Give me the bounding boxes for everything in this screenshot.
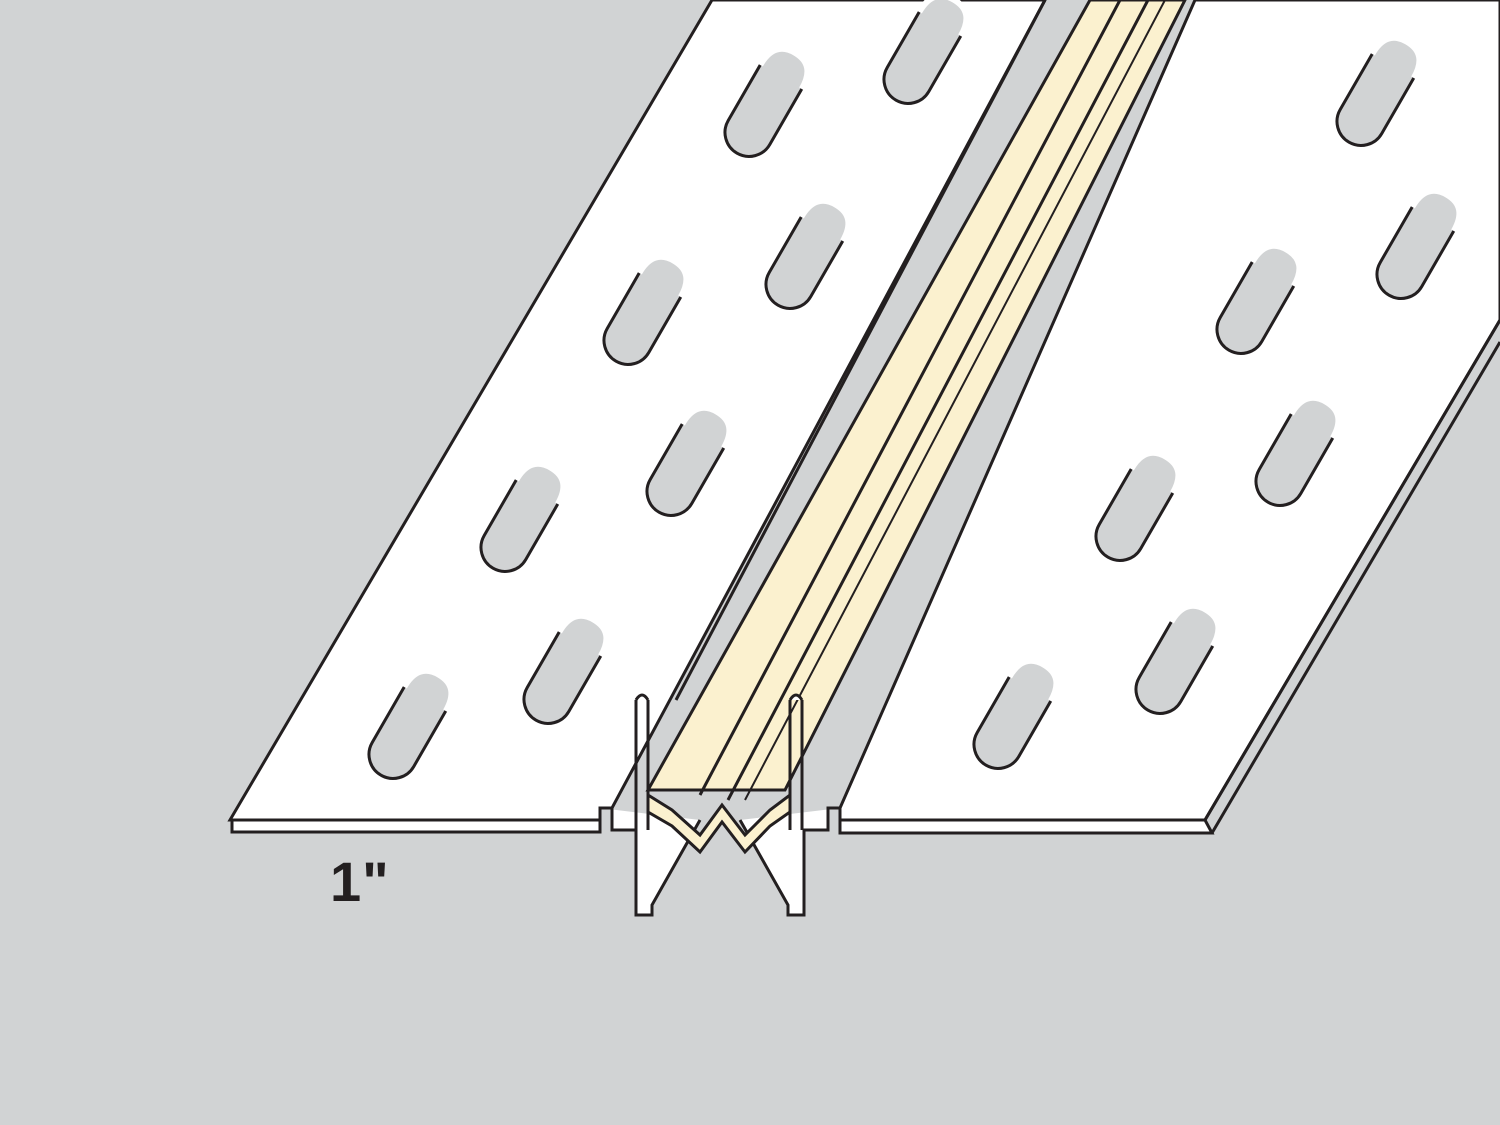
expansion-joint-insert — [645, 0, 1187, 801]
dimension-label: 1" — [330, 850, 390, 913]
channel-walls — [600, 693, 840, 917]
right-flange — [788, 0, 1500, 835]
